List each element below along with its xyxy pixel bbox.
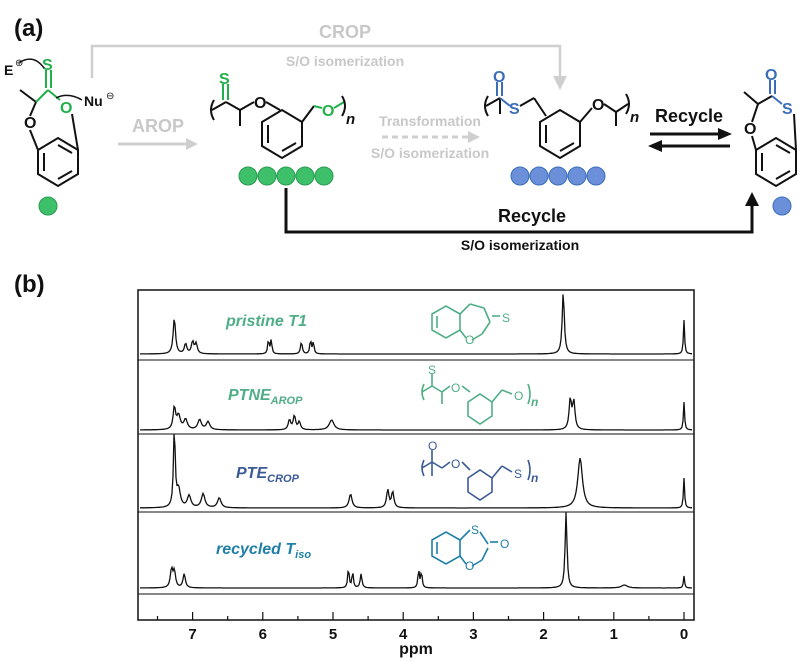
inset-structure-tiso xyxy=(431,529,498,567)
pte-subscript-n: n xyxy=(630,109,639,126)
pte-sulfur-atom: S xyxy=(509,101,520,118)
spectrum-trace-pristine-t1 xyxy=(140,294,692,355)
t1-oxygen-ring: O xyxy=(24,115,36,132)
arop-arrow xyxy=(118,138,198,150)
axis-tick-label: 6 xyxy=(259,626,267,643)
tiso-monomer-structure xyxy=(743,80,797,188)
pte-polymer-structure xyxy=(484,82,630,160)
spectrum-trace-pte xyxy=(140,434,692,509)
spectrum-label-ptne: PTNEAROP xyxy=(228,387,303,407)
inset-ptne-subscript-n: n xyxy=(531,395,538,409)
nucleophile-charge: ⊖ xyxy=(106,91,114,102)
inset-t1-sulfur: S xyxy=(502,311,510,325)
crop-label: CROP xyxy=(319,22,371,42)
spectrum-trace-recycled-tiso xyxy=(140,512,692,589)
inset-pte-oxygen-ether: O xyxy=(451,457,460,471)
tiso-blue-circle xyxy=(772,196,792,216)
inset-pte-subscript-n: n xyxy=(531,471,538,485)
inset-tiso-oxygen-ring: O xyxy=(465,559,474,573)
monomer-t1-structure xyxy=(19,70,79,188)
inset-tiso-sulfur: S xyxy=(471,523,479,537)
crop-arrow xyxy=(90,44,567,90)
ppm-axis-label: ppm xyxy=(399,641,433,658)
tiso-oxygen-carbonyl: O xyxy=(765,67,777,84)
inset-ptne-sulfur: S xyxy=(428,363,436,377)
axis-tick-label: 7 xyxy=(188,626,196,643)
inset-structure-t1 xyxy=(431,303,500,341)
arop-label: AROP xyxy=(132,116,184,136)
inset-structure-pte xyxy=(421,450,531,501)
ptne-polymer-structure xyxy=(210,84,346,160)
ptne-green-circles xyxy=(238,166,334,186)
t1-sulfur-atom: S xyxy=(42,57,53,74)
electrophile-label: E xyxy=(4,62,13,78)
crop-sub-label: S/O isomerization xyxy=(286,53,404,69)
t1-oxygen-ester: O xyxy=(60,100,72,117)
monomer-green-circle xyxy=(38,196,58,216)
inset-pte-oxygen-carbonyl: O xyxy=(428,439,437,453)
recycle-bottom-arrow xyxy=(284,188,759,234)
axis-tick-label: 4 xyxy=(399,626,408,643)
inset-pte-sulfur: S xyxy=(514,467,522,481)
electrophile-charge: ⊕ xyxy=(15,58,23,69)
nucleophile-arrow xyxy=(55,94,83,101)
recycle-label-bottom: Recycle xyxy=(498,206,566,226)
inset-tiso-oxygen-carbonyl: O xyxy=(500,537,509,551)
pte-blue-circles xyxy=(510,166,606,186)
axis-tick-label: 0 xyxy=(680,626,688,643)
inset-structure-ptne xyxy=(421,374,531,425)
ppm-axis: 7 6 5 4 3 2 1 0 xyxy=(156,612,688,643)
spectrum-label-pte: PTECROP xyxy=(236,465,300,485)
axis-tick-label: 1 xyxy=(610,626,618,643)
transformation-label: Transformation xyxy=(379,113,481,129)
spectrum-trace-ptne xyxy=(140,397,693,431)
ptne-oxygen-ester: O xyxy=(322,103,334,120)
pte-oxygen-ether: O xyxy=(592,97,604,114)
panel-a-label: (a) xyxy=(14,15,43,42)
spectrum-label-pristine-t1: pristine T1 xyxy=(225,313,307,330)
tiso-oxygen-ring: O xyxy=(744,121,756,138)
ptne-oxygen-ether: O xyxy=(254,95,266,112)
nucleophile-label: Nu xyxy=(84,93,103,109)
axis-tick-label: 5 xyxy=(329,626,337,643)
inset-ptne-oxygen-ether: O xyxy=(451,381,460,395)
tiso-sulfur-atom: S xyxy=(782,101,793,118)
axis-tick-label: 2 xyxy=(539,626,547,643)
ptne-subscript-n: n xyxy=(346,111,355,128)
transformation-arrow xyxy=(382,131,480,143)
electrophile-arrow xyxy=(19,58,45,69)
ptne-sulfur-atom: S xyxy=(219,71,230,88)
panel-b-label: (b) xyxy=(14,271,45,298)
recycle-label-right: Recycle xyxy=(655,106,723,126)
transformation-sub-label: S/O isomerization xyxy=(371,145,489,161)
inset-ptne-oxygen-ester: O xyxy=(514,389,523,403)
recycle-equilibrium-arrows xyxy=(648,128,732,152)
axis-tick-label: 3 xyxy=(469,626,477,643)
inset-t1-oxygen: O xyxy=(465,333,474,347)
nmr-traces xyxy=(140,294,693,589)
recycle-bottom-sub-label: S/O isomerization xyxy=(461,237,579,253)
spectrum-label-recycled-tiso: recycled Tiso xyxy=(216,541,311,561)
pte-oxygen-carbonyl: O xyxy=(493,69,505,86)
nmr-frame xyxy=(137,289,695,621)
